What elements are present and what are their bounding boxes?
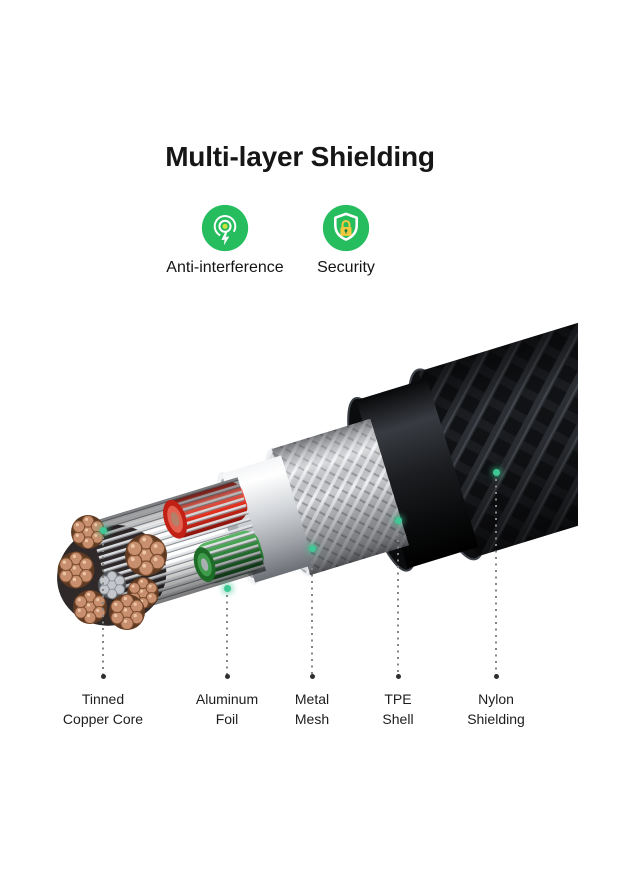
feature-label-security: Security: [317, 259, 375, 276]
callout-dot: [99, 526, 107, 534]
layer-label: Nylon Shielding: [467, 691, 525, 727]
anti-interference-icon: [201, 204, 249, 252]
layer-label: Metal Mesh: [294, 691, 330, 727]
feature-label-anti-interference: Anti-interference: [166, 259, 284, 276]
callout-dot: [492, 468, 500, 476]
callout-dotted-line: [102, 537, 104, 676]
security-shield-icon: [322, 204, 370, 252]
callout-end-dot: [395, 674, 401, 679]
callout-dotted-line: [397, 527, 399, 676]
callout-end-dot: [493, 674, 499, 679]
callout-dot: [223, 584, 231, 592]
callout-dot: [308, 544, 316, 552]
callout-dotted-line: [226, 595, 228, 676]
callout-dotted-line: [495, 479, 497, 676]
layer-label: Tinned Copper Core: [62, 691, 144, 727]
layer-label: Aluminum Foil: [195, 691, 259, 727]
callout-end-dot: [309, 674, 315, 679]
callout-end-dot: [224, 674, 230, 679]
layer-label: TPE Shell: [382, 691, 414, 727]
callout-dotted-line: [311, 555, 313, 676]
page-title: Multi-layer Shielding: [165, 141, 435, 172]
callout-end-dot: [100, 674, 106, 679]
wire-red-cut-face: [163, 499, 188, 539]
callout-dot: [394, 516, 402, 524]
wire-green-cut-face: [193, 547, 216, 583]
